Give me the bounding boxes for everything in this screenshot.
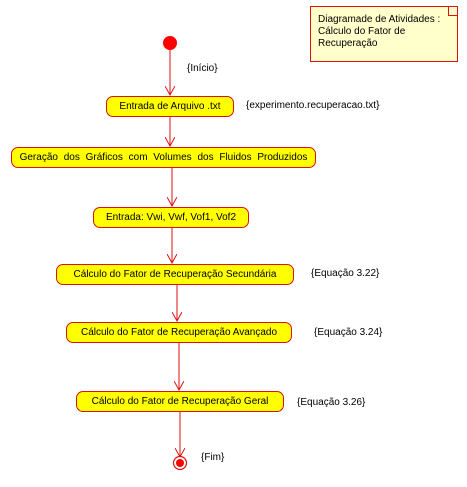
final-node [172, 455, 188, 471]
note-line-2: Cálculo do Fator de [318, 26, 406, 37]
start-label: {Início} [187, 63, 218, 74]
note-fold-corner [448, 7, 457, 16]
activity-fr-secundaria: Cálculo do Fator de Recuperação Secundár… [56, 264, 294, 285]
activity-geracao-graficos: Geração dos Gráficos com Volumes dos Flu… [11, 147, 316, 168]
end-label: {Fim} [201, 452, 225, 463]
initial-node [163, 36, 177, 50]
note-line-1: Diagramade de Atividades : [318, 14, 441, 25]
equation-3-22-label: {Equação 3.22} [311, 268, 380, 279]
equation-3-24-label: {Equação 3.24} [314, 327, 383, 338]
note-line-3: Recuperação [318, 38, 378, 49]
activity-entrada-variaveis: Entrada: Vwi, Vwf, Vof1, Vof2 [93, 207, 249, 228]
activity-fr-geral: Cálculo do Fator de Recuperação Geral [76, 391, 284, 412]
note-text: Diagramade de Atividades : Cálculo do Fa… [318, 14, 450, 50]
diagram-note: Diagramade de Atividades : Cálculo do Fa… [310, 6, 458, 62]
input-file-label: {experimento.recuperacao.txt} [246, 100, 380, 111]
activity-fr-avancado: Cálculo do Fator de Recuperação Avançado [66, 322, 292, 343]
equation-3-26-label: {Equação 3.26} [297, 397, 366, 408]
activity-entrada-arquivo: Entrada de Arquivo .txt [106, 96, 234, 117]
